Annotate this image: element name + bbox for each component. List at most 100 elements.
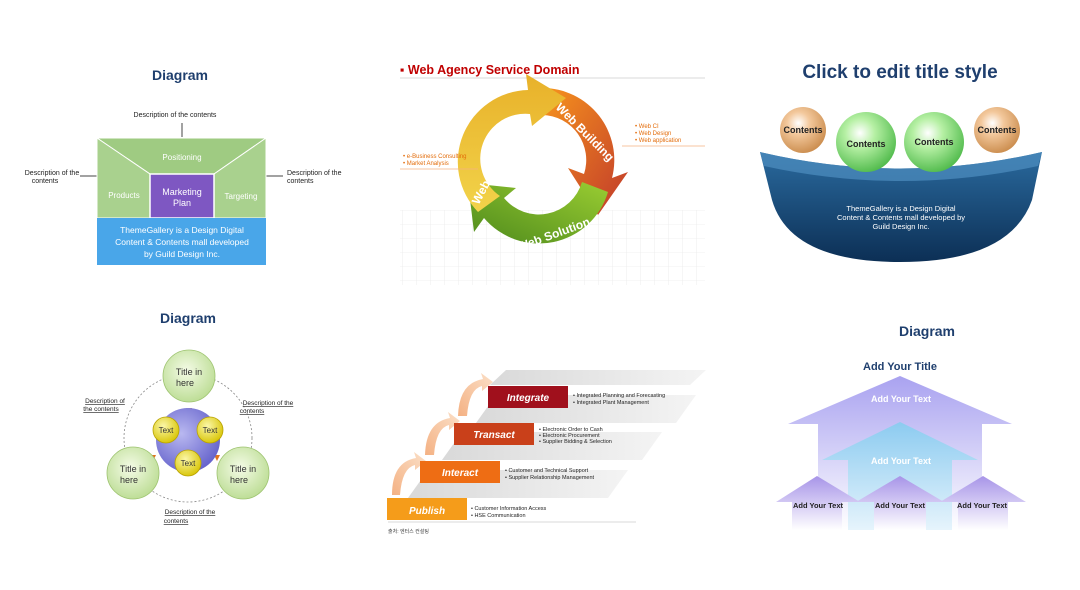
desc-right-line1: Description of the: [287, 170, 342, 177]
desc-bottom-line2: contents: [164, 518, 189, 525]
step-box-transact: [454, 423, 534, 445]
step-label-integrate: Integrate: [507, 393, 550, 404]
desc-left-line2: the contents: [83, 406, 119, 413]
bottom-right-arrow: [940, 476, 1026, 530]
ball-contents-2: [836, 112, 896, 172]
web-solution-segment: [468, 182, 608, 244]
desc-right-line2: contents: [240, 408, 265, 415]
text-ball-1: [152, 416, 180, 444]
step-label-transact: Transact: [473, 430, 515, 441]
step-shelf-4: [490, 370, 706, 385]
panel-marketing-plan: Diagram Description of the contents Desc…: [0, 0, 360, 290]
curved-arrow-2: [425, 412, 460, 455]
targeting-label: Targeting: [225, 192, 258, 201]
step-box-integrate: [488, 386, 568, 408]
bowl-text-line2: Content & Contents mall developed by: [837, 213, 965, 222]
bottom-middle-label: Add Your Text: [875, 501, 926, 510]
footer-line3: by Guild Design Inc.: [144, 249, 220, 259]
panel-staircase: Publish Interact Transact Integrate • Cu…: [360, 290, 720, 585]
integrate-item-1: • Integrated Planning and Forecasting: [573, 393, 665, 399]
web-agency-title: ▪ Web Agency Service Domain: [400, 63, 580, 77]
cycle-circles-diagram: Diagram Text Text Text Title in here Tit…: [83, 310, 294, 525]
marketing-plan-diagram: Diagram Description of the contents Desc…: [25, 67, 342, 265]
bottom-right-label: Add Your Text: [957, 501, 1008, 510]
right-item-2: • Web Design: [635, 131, 671, 137]
footer-line1: ThemeGallery is a Design Digital: [120, 225, 244, 235]
cycle-title: Diagram: [160, 310, 216, 326]
curved-arrow-3: [458, 373, 493, 416]
desc-top: Description of the contents: [134, 112, 217, 119]
source-footnote: 출처: 엔터스 컨설팅: [388, 528, 429, 535]
curved-arrow-1: [392, 452, 426, 495]
transact-item-1: • Electronic Order to Cash: [539, 427, 603, 433]
arrows-title: Diagram: [899, 323, 955, 339]
text-ball-2: [196, 416, 224, 444]
ball-label-2: Contents: [847, 139, 886, 149]
circle-top-line1: Title in: [176, 367, 202, 377]
title-circle-right: [216, 446, 270, 500]
middle-arrow-label: Add Your Text: [871, 456, 931, 466]
panel-arrows: Diagram Add Your Title Add Your Text Add…: [720, 290, 1080, 585]
bottom-middle-arrow: [856, 476, 944, 530]
circle-left-line2: here: [120, 475, 138, 485]
desc-left-line2: contents: [32, 178, 59, 185]
text-ball-3: [174, 449, 202, 477]
integrate-item-2: • Integrated Plant Management: [573, 400, 649, 406]
web-building-segment: [542, 87, 628, 215]
panel-web-agency: ▪ Web Agency Service Domain Web Building…: [360, 0, 720, 290]
desc-bottom-line1: Description of the: [165, 509, 216, 516]
ball-contents-1: [780, 107, 826, 153]
panel-cycle-circles: Diagram Text Text Text Title in here Tit…: [0, 290, 360, 585]
arrows-diagram: Diagram Add Your Title Add Your Text Add…: [776, 323, 1026, 530]
desc-left-line1: Description of the: [25, 170, 80, 177]
panel-contents-bowl: Click to edit title style Contents Conte…: [720, 0, 1080, 290]
transact-item-2: • Electronic Procurement: [539, 433, 600, 439]
publish-item-2: • HSE Communication: [471, 513, 526, 519]
top-arrow-label: Add Your Text: [871, 394, 931, 404]
left-item-1: • e-Business Consulting: [403, 154, 466, 160]
bowl-shape: [760, 152, 1042, 262]
ball-label-3: Contents: [915, 137, 954, 147]
bowl-text-line3: Guild Design Inc.: [872, 222, 929, 231]
ball-contents-4: [974, 107, 1020, 153]
staircase-diagram: Publish Interact Transact Integrate • Cu…: [387, 370, 706, 535]
left-item-2: • Market Analysis: [403, 161, 449, 167]
desc-left-line1: Description of: [85, 398, 125, 405]
step-box-interact: [420, 461, 500, 483]
products-label: Products: [108, 191, 140, 200]
desc-right-line1: Description of the: [243, 400, 294, 407]
right-item-3: • Web application: [635, 138, 681, 144]
web-agency-diagram: ▪ Web Agency Service Domain Web Building…: [400, 63, 705, 285]
ball-label-4: Contents: [978, 125, 1017, 135]
step-label-publish: Publish: [409, 506, 445, 517]
title-circle-left: [106, 446, 160, 500]
contents-bowl-diagram: Click to edit title style Contents Conte…: [760, 62, 1042, 262]
arrow-marker-right: [214, 455, 220, 461]
interact-item-2: • Supplier Relationship Management: [505, 475, 595, 481]
title-circle-top: [162, 349, 216, 403]
positioning-label: Positioning: [162, 153, 201, 162]
arrows-subtitle: Add Your Title: [863, 361, 937, 373]
step-box-publish: [387, 498, 467, 520]
bottom-left-arrow: [776, 476, 860, 530]
footer-box: [97, 218, 266, 265]
bowl-rim: [760, 152, 1042, 181]
footer-line2: Content & Contents mall developed: [115, 237, 249, 247]
interact-item-1: • Customer and Technical Support: [505, 468, 589, 474]
desc-right-line2: contents: [287, 178, 314, 185]
step-label-interact: Interact: [442, 468, 479, 479]
circle-right-line1: Title in: [230, 464, 256, 474]
text-ball-1-label: Text: [159, 426, 174, 435]
center-label-line1: Marketing: [162, 187, 202, 197]
ball-contents-3: [904, 112, 964, 172]
diagram-title: Diagram: [152, 67, 208, 83]
circle-top-line2: here: [176, 378, 194, 388]
contents-title: Click to edit title style: [802, 62, 997, 83]
ball-label-1: Contents: [784, 125, 823, 135]
circle-right-line2: here: [230, 475, 248, 485]
web-consulting-segment: [457, 74, 566, 212]
transact-item-3: • Supplier Bidding & Selection: [539, 439, 612, 445]
right-item-1: • Web CI: [635, 124, 659, 130]
bowl-text-line1: ThemeGallery is a Design Digital: [846, 204, 956, 213]
publish-item-1: • Customer Information Access: [471, 506, 547, 512]
